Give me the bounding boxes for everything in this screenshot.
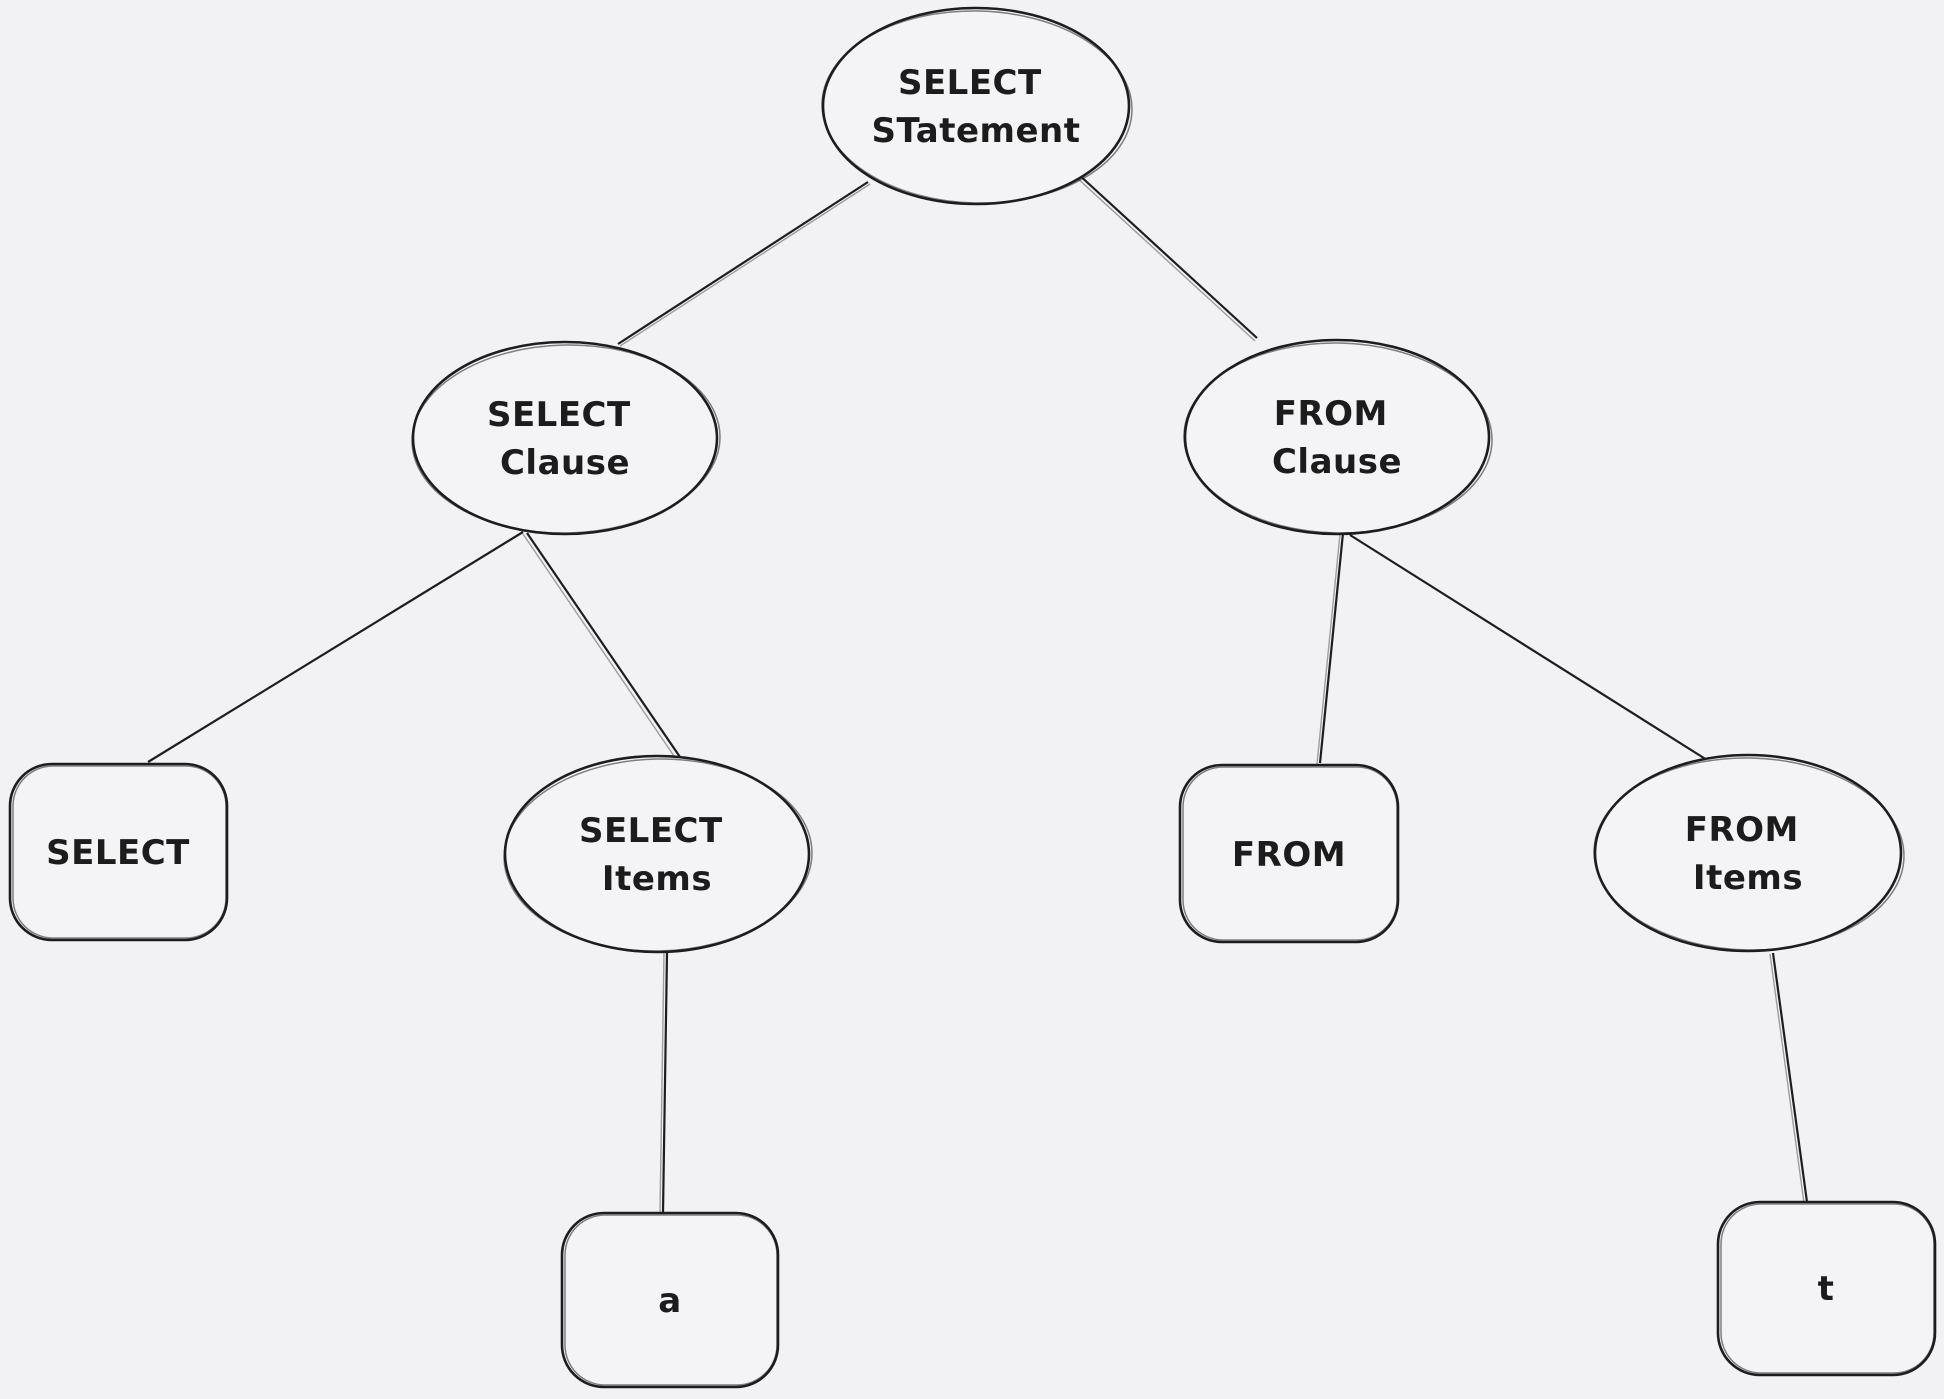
node-select-keyword: SELECT (8, 762, 229, 942)
rectangle-shape (560, 1211, 780, 1389)
rectangle-shape (8, 762, 229, 942)
node-label: FROM Clause (1272, 394, 1402, 482)
edge-select-items-to-item-a (659, 952, 669, 1214)
edge-line-ghost (1769, 953, 1805, 1204)
ellipse-shape (411, 340, 719, 536)
edge-select-clause-to-select-items (522, 532, 681, 760)
edge-line (1318, 532, 1345, 764)
edge-line (661, 952, 669, 1214)
node-from-keyword: FROM (1178, 763, 1400, 944)
rectangle-sketch-stroke (564, 1214, 778, 1386)
ellipse-sketch-stroke (411, 344, 721, 534)
edge-from-clause-to-from-items (1349, 534, 1708, 761)
node-label-line: Clause (1272, 442, 1402, 482)
ellipse-shape (1593, 753, 1903, 953)
node-label-line: SELECT (487, 395, 631, 435)
ellipse-sketch-stroke (1183, 342, 1493, 534)
ellipse-shape (821, 6, 1131, 206)
edge-line (1771, 952, 1809, 1203)
node-label-line: FROM (1232, 835, 1346, 875)
edges-layer (147, 172, 1809, 1214)
edge-line (147, 531, 524, 763)
ellipse-shape (1183, 338, 1491, 536)
rectangle-sketch-stroke (1720, 1203, 1935, 1374)
edge-line (617, 181, 869, 345)
node-label: FROM (1232, 835, 1346, 875)
node-label-line: FROM (1685, 810, 1799, 850)
node-select-clause: SELECT Clause (411, 340, 721, 536)
edge-line-ghost (659, 952, 665, 1214)
node-label-line: Clause (500, 443, 630, 483)
ellipse-shape (503, 754, 811, 954)
node-item-a: a (560, 1211, 780, 1389)
node-from-clause: FROM Clause (1183, 338, 1493, 536)
edge-select-clause-to-select-keyword (147, 531, 524, 763)
node-label: a (658, 1281, 681, 1321)
node-label: FROM Items (1685, 810, 1812, 898)
node-label-line: Items (1693, 858, 1803, 898)
node-label: SELECT Clause (487, 395, 643, 483)
edge-line-ghost (522, 533, 677, 760)
node-label: SELECT Items (579, 811, 735, 899)
node-label: SELECT (46, 833, 190, 873)
node-from-items: FROM Items (1593, 753, 1905, 953)
rectangle-shape (1178, 763, 1400, 944)
node-label-line: STatement (872, 111, 1081, 151)
edge-select-statement-to-select-clause (617, 181, 871, 347)
node-label-line: a (658, 1281, 681, 1321)
ellipse-sketch-stroke (1593, 757, 1905, 951)
edge-line-ghost (1316, 533, 1341, 765)
rectangle-sketch-stroke (12, 765, 227, 939)
edge-line-ghost (1074, 175, 1256, 342)
rectangle-sketch-stroke (1182, 766, 1398, 941)
node-select-items: SELECT Items (503, 754, 813, 954)
node-label-line: SELECT (579, 811, 723, 851)
node-label-line: t (1818, 1269, 1835, 1309)
node-label-line: FROM (1274, 394, 1388, 434)
node-select-statement: SELECT STatement (821, 6, 1133, 206)
ellipse-sketch-stroke (821, 10, 1133, 204)
edge-line (1349, 534, 1708, 761)
node-label: SELECT STatement (872, 63, 1081, 151)
edge-line (526, 532, 681, 758)
nodes-layer: SELECT STatement SELECT Clause FROM (8, 6, 1937, 1389)
ellipse-sketch-stroke (503, 758, 813, 952)
node-label: t (1818, 1269, 1835, 1309)
edge-line (1076, 172, 1258, 339)
node-label-line: Items (602, 859, 712, 899)
edge-select-statement-to-from-clause (1074, 172, 1258, 342)
rectangle-shape (1716, 1200, 1937, 1377)
edge-from-clause-to-from-keyword (1316, 532, 1345, 765)
node-label-line: SELECT (898, 63, 1042, 103)
edge-line-ghost (619, 183, 871, 347)
edge-from-items-to-item-t (1769, 952, 1809, 1204)
node-item-t: t (1716, 1200, 1937, 1377)
node-label-line: SELECT (46, 833, 190, 873)
